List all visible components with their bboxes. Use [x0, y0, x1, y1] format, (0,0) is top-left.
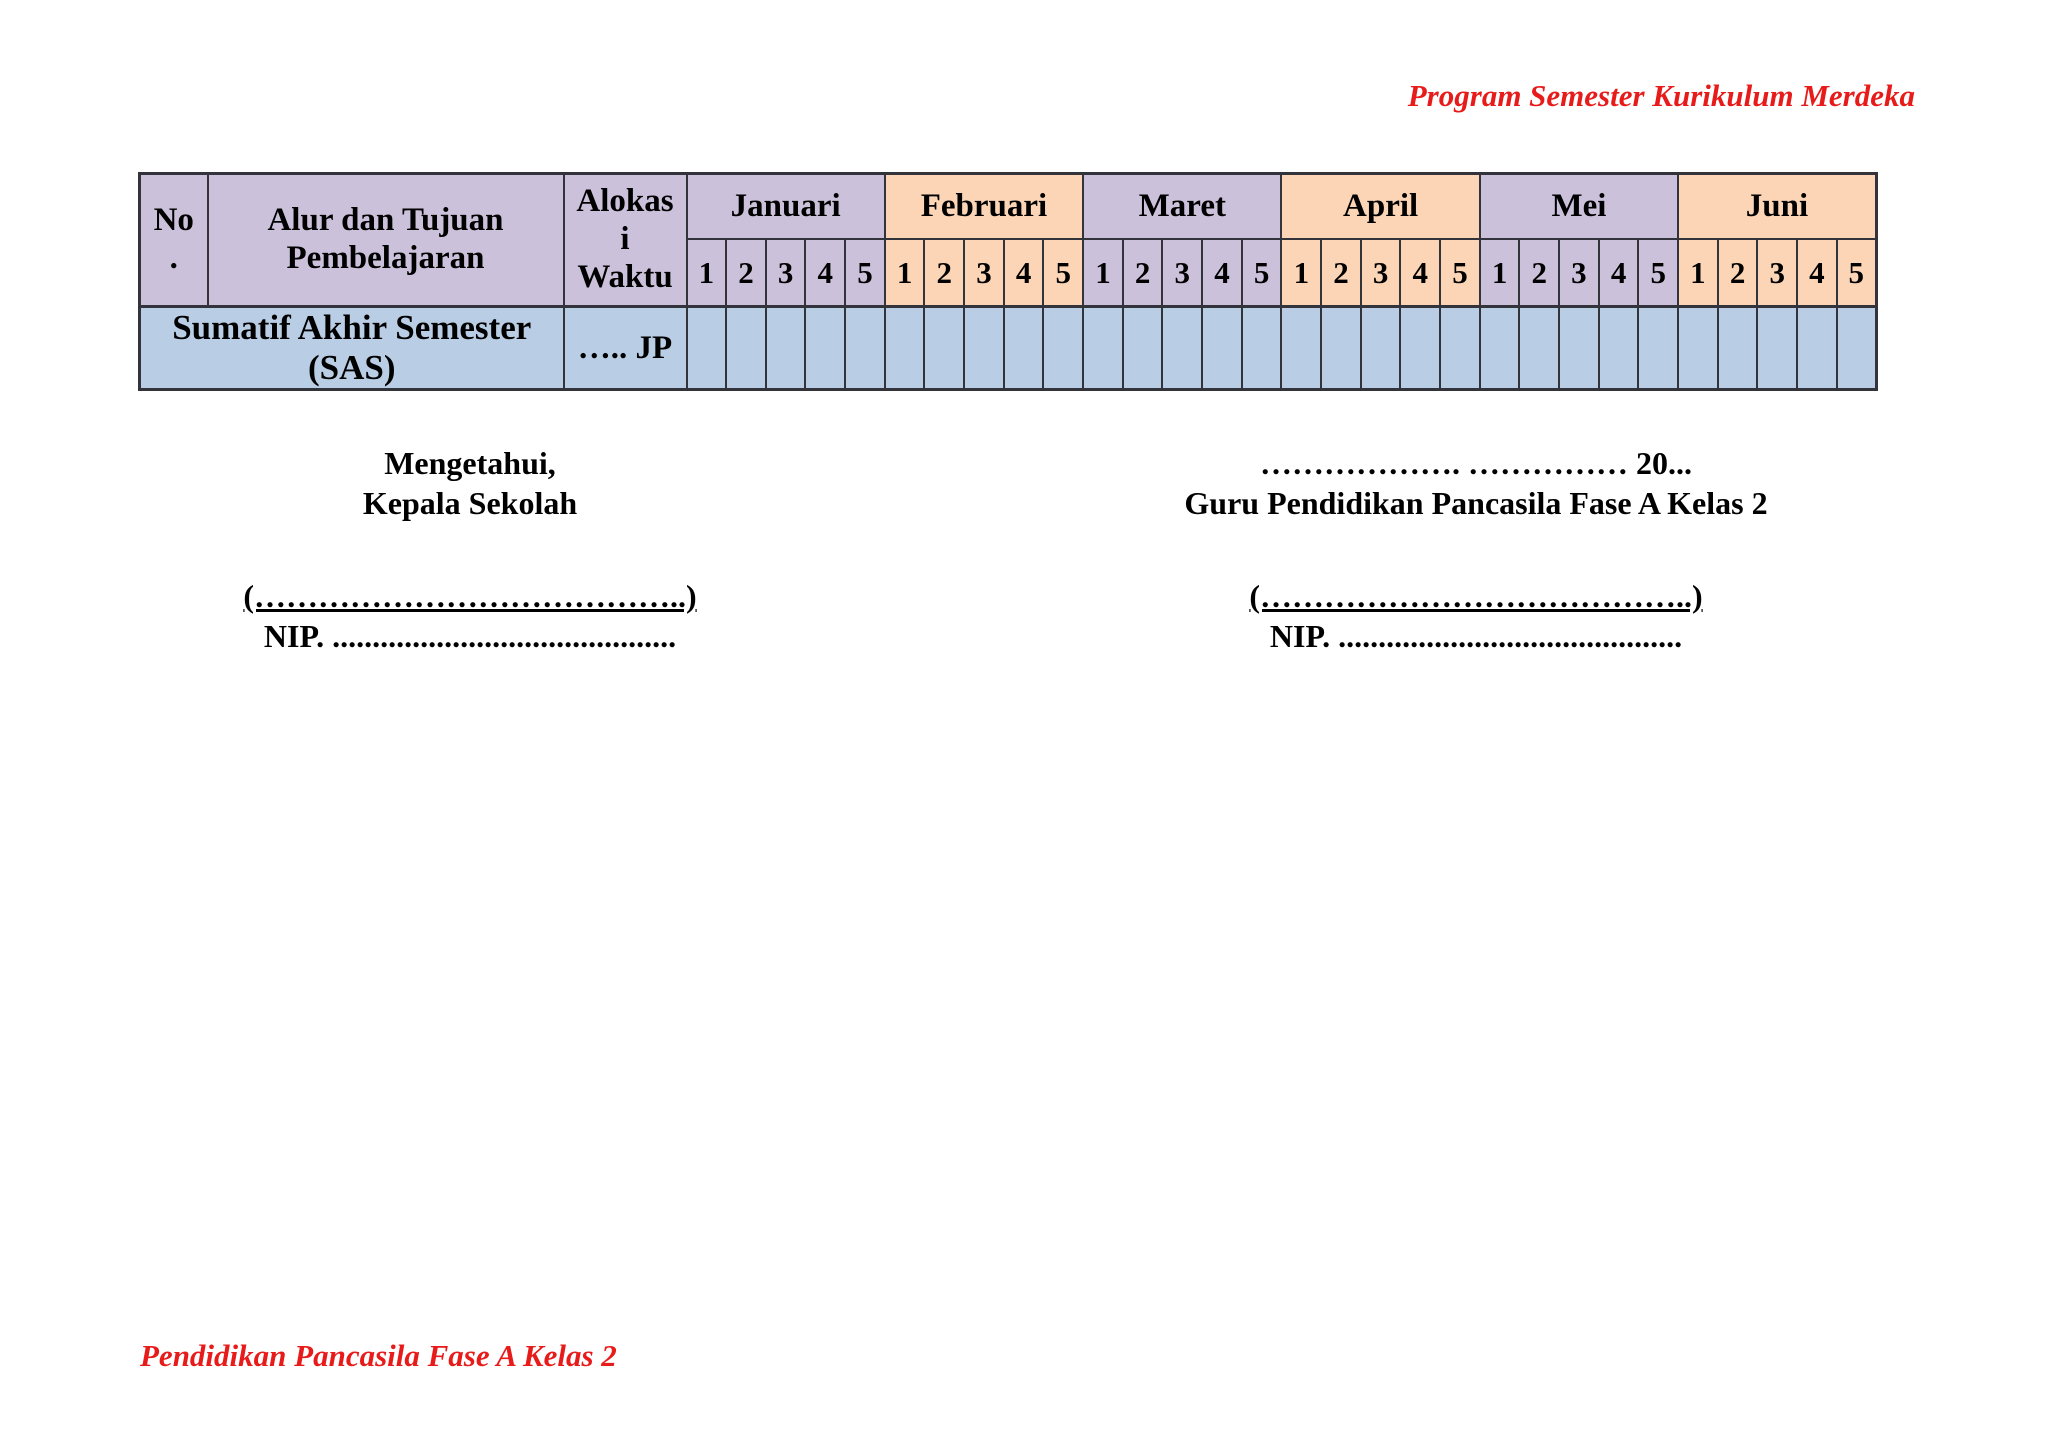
month-header-april: April [1280, 172, 1481, 240]
week-cell-april-5 [1439, 305, 1481, 391]
week-cell-juni-3 [1756, 305, 1799, 391]
week-cell-februari-5 [1042, 305, 1085, 391]
week-header-mei-1: 1 [1478, 238, 1521, 308]
week-header-januari-2: 2 [725, 238, 767, 308]
column-header-alur-tujuan: Alur dan Tujuan Pembelajaran [206, 172, 565, 308]
sas-row: Sumatif Akhir Semester (SAS) ….. JP [138, 305, 1878, 391]
week-cell-januari-5 [844, 305, 886, 391]
week-cell-juni-1 [1677, 305, 1719, 391]
month-header-mei: Mei [1478, 172, 1680, 240]
week-cell-juni-5 [1835, 305, 1878, 391]
signature-left-line2: Kepala Sekolah [362, 485, 578, 521]
signature-right-name-line: (…………………………………..) [1249, 578, 1703, 614]
month-header-januari: Januari [685, 172, 886, 240]
week-cell-februari-2 [923, 305, 966, 391]
week-header-april-4: 4 [1399, 238, 1442, 308]
week-cell-mei-3 [1558, 305, 1600, 391]
week-header-maret-3: 3 [1161, 238, 1204, 308]
sas-row-alokasi: ….. JP [562, 305, 688, 391]
week-header-april-3: 3 [1359, 238, 1402, 308]
month-header-februari: Februari [883, 172, 1085, 240]
week-cell-januari-1 [685, 305, 728, 391]
week-header-juni-4: 4 [1796, 238, 1838, 308]
week-header-maret-5: 5 [1240, 238, 1283, 308]
week-cell-mei-4 [1597, 305, 1640, 391]
signature-right-nip-line: NIP. ...................................… [1269, 618, 1683, 654]
week-cell-mei-5 [1637, 305, 1680, 391]
week-cell-april-3 [1359, 305, 1402, 391]
week-cell-mei-2 [1518, 305, 1561, 391]
week-cell-april-2 [1320, 305, 1362, 391]
document-footer-title: Pendidikan Pancasila Fase A Kelas 2 [140, 1338, 617, 1373]
week-header-januari-4: 4 [804, 238, 847, 308]
week-header-maret-4: 4 [1201, 238, 1243, 308]
document-header-title: Program Semester Kurikulum Merdeka [1407, 78, 1915, 113]
week-cell-maret-3 [1161, 305, 1204, 391]
week-header-april-2: 2 [1320, 238, 1362, 308]
column-header-no: No. [138, 172, 209, 308]
week-header-juni-3: 3 [1756, 238, 1799, 308]
week-header-mei-2: 2 [1518, 238, 1561, 308]
week-header-februari-4: 4 [1002, 238, 1045, 308]
week-header-januari-3: 3 [764, 238, 807, 308]
week-header-februari-2: 2 [923, 238, 966, 308]
week-header-mei-4: 4 [1597, 238, 1640, 308]
month-header-maret: Maret [1082, 172, 1283, 240]
week-cell-februari-4 [1002, 305, 1045, 391]
signature-block-guru: ………………. …………… 20... Guru Pendidikan Panc… [1100, 443, 1852, 656]
week-cell-januari-3 [764, 305, 807, 391]
week-cell-januari-2 [725, 305, 767, 391]
week-header-juni-2: 2 [1716, 238, 1759, 308]
week-cell-mei-1 [1478, 305, 1521, 391]
week-header-februari-3: 3 [963, 238, 1005, 308]
week-cell-juni-2 [1716, 305, 1759, 391]
week-cell-april-4 [1399, 305, 1442, 391]
week-header-januari-1: 1 [685, 238, 728, 308]
sas-row-label: Sumatif Akhir Semester (SAS) [138, 305, 565, 391]
week-cell-maret-1 [1082, 305, 1124, 391]
week-cell-maret-5 [1240, 305, 1283, 391]
week-header-april-1: 1 [1280, 238, 1323, 308]
week-cell-februari-3 [963, 305, 1005, 391]
week-cell-februari-1 [883, 305, 926, 391]
signature-right-date-line: ………………. …………… 20... [1260, 445, 1692, 481]
week-header-februari-5: 5 [1042, 238, 1085, 308]
signature-block-kepala-sekolah: Mengetahui, Kepala Sekolah (………………………………… [170, 443, 770, 656]
week-cell-januari-4 [804, 305, 847, 391]
week-header-juni-5: 5 [1835, 238, 1878, 308]
week-header-maret-2: 2 [1121, 238, 1164, 308]
week-cell-april-1 [1280, 305, 1323, 391]
signature-left-nip-line: NIP. ...................................… [263, 618, 677, 654]
week-cell-juni-4 [1796, 305, 1838, 391]
week-header-mei-5: 5 [1637, 238, 1680, 308]
signature-right-line2: Guru Pendidikan Pancasila Fase A Kelas 2 [1184, 485, 1768, 521]
month-header-juni: Juni [1677, 172, 1878, 240]
week-cell-maret-4 [1201, 305, 1243, 391]
week-header-juni-1: 1 [1677, 238, 1719, 308]
week-header-februari-1: 1 [883, 238, 926, 308]
week-cell-maret-2 [1121, 305, 1164, 391]
week-header-januari-5: 5 [844, 238, 886, 308]
week-header-mei-3: 3 [1558, 238, 1600, 308]
signature-left-name-line: (…………………………………..) [243, 578, 697, 614]
signature-left-line1: Mengetahui, [384, 445, 556, 481]
week-header-maret-1: 1 [1082, 238, 1124, 308]
week-header-april-5: 5 [1439, 238, 1481, 308]
